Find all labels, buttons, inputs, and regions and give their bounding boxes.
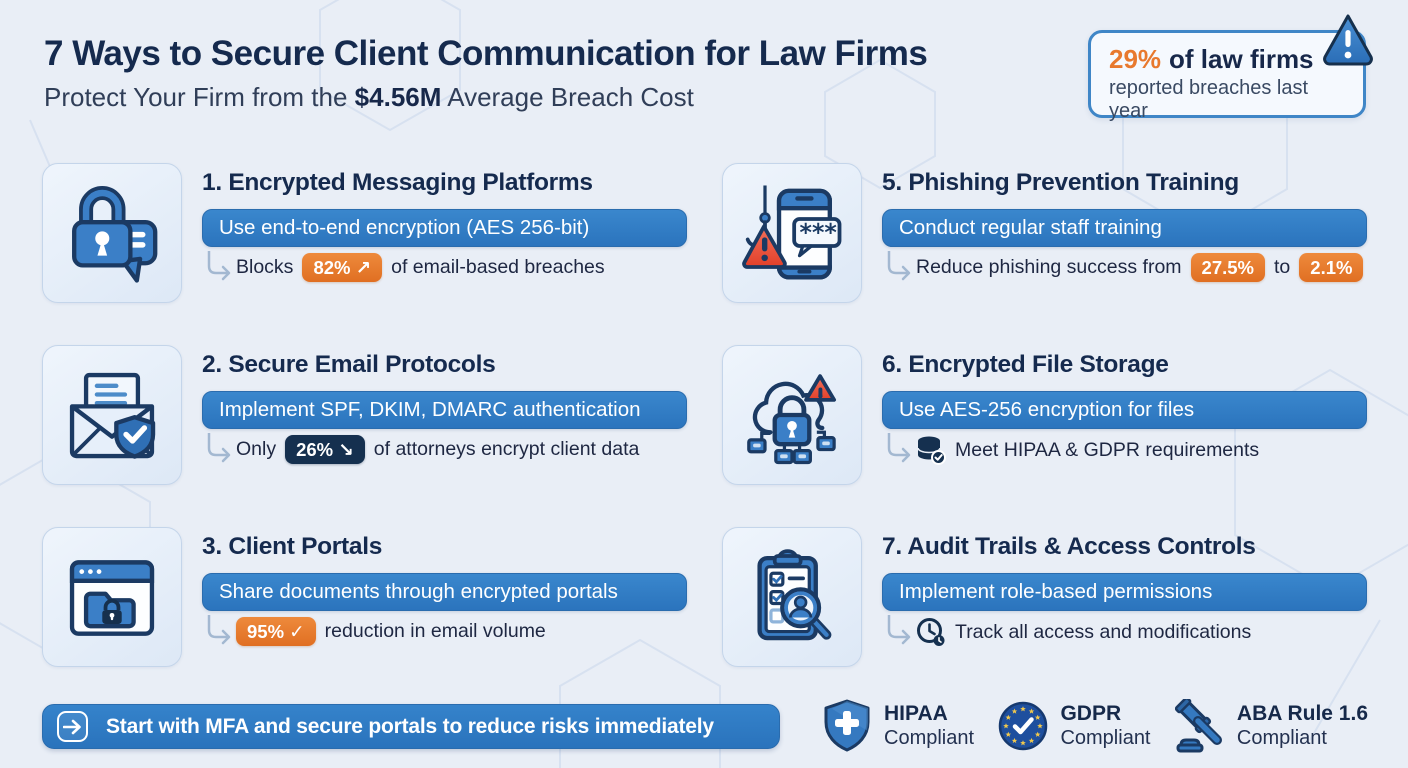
elbow-connector-icon bbox=[207, 432, 231, 462]
hipaa-badge: HIPAA Compliant bbox=[822, 699, 974, 753]
stat-suffix: of attorneys encrypt client data bbox=[373, 438, 640, 461]
action-bar: Use AES-256 encryption for files bbox=[882, 391, 1367, 429]
callout-percentage: 29% bbox=[1109, 44, 1162, 74]
item-title: 6. Encrypted File Storage bbox=[882, 351, 1169, 378]
eu-stars-check-icon bbox=[999, 701, 1048, 751]
stat-prefix: Only bbox=[236, 438, 277, 461]
cta-banner[interactable]: Start with MFA and secure portals to red… bbox=[42, 704, 780, 749]
badge-sub: Compliant bbox=[1060, 727, 1151, 750]
item-audit-trails: 7. Audit Trails & Access Controls Implem… bbox=[722, 527, 1367, 668]
stat-suffix: reduction in email volume bbox=[324, 620, 546, 643]
callout-subtext: reported breaches last year bbox=[1109, 76, 1309, 122]
compliance-badges: HIPAA Compliant bbox=[822, 699, 1368, 753]
badge-name: HIPAA bbox=[884, 701, 948, 725]
stat-row: Blocks 82% ↗ of email-based breaches bbox=[206, 250, 687, 283]
item-title: 5. Phishing Prevention Training bbox=[882, 169, 1239, 196]
aba-badge: ABA Rule 1.6 Compliant bbox=[1174, 699, 1368, 753]
stat-row: Only 26% ↘ of attorneys encrypt client d… bbox=[206, 432, 687, 465]
stat-text: Meet HIPAA & GDPR requirements bbox=[955, 438, 1260, 461]
action-bar: Implement SPF, DKIM, DMARC authenticatio… bbox=[202, 391, 687, 429]
action-bar: Use end-to-end encryption (AES 256-bit) bbox=[202, 209, 687, 247]
phone-phishing-icon: *** bbox=[722, 163, 862, 303]
header: 7 Ways to Secure Client Communication fo… bbox=[44, 33, 1064, 113]
breach-stat-callout: 29%of law firms reported breaches last y… bbox=[1088, 14, 1373, 122]
item-title: 3. Client Portals bbox=[202, 533, 383, 560]
page-subtitle: Protect Your Firm from the $4.56M Averag… bbox=[44, 82, 694, 112]
item-encrypted-storage: 6. Encrypted File Storage Use AES-256 en… bbox=[722, 345, 1367, 486]
badge-sub: Compliant bbox=[1236, 727, 1327, 750]
item-secure-email: 2. Secure Email Protocols Implement SPF,… bbox=[42, 345, 687, 486]
stat-badge-before: 27.5% bbox=[1190, 253, 1266, 283]
envelope-shield-icon bbox=[42, 345, 182, 485]
elbow-connector-icon bbox=[887, 615, 911, 645]
stat-suffix: of email-based breaches bbox=[391, 256, 605, 279]
badge-sub: Compliant bbox=[884, 727, 975, 750]
clock-icon bbox=[917, 618, 945, 646]
action-bar: Conduct regular staff training bbox=[882, 209, 1367, 247]
stat-badge: 26% ↘ bbox=[285, 435, 365, 465]
action-bar: Implement role-based permissions bbox=[882, 573, 1367, 611]
svg-text:***: *** bbox=[800, 219, 837, 247]
lock-chat-icon bbox=[42, 163, 182, 303]
action-bar: Share documents through encrypted portal… bbox=[202, 573, 687, 611]
item-title: 7. Audit Trails & Access Controls bbox=[882, 533, 1256, 560]
database-check-icon bbox=[917, 436, 946, 465]
item-phishing-training: *** 5. Phishing Prevention Training Cond… bbox=[722, 163, 1367, 304]
stat-badge: 95% ✓ bbox=[236, 617, 316, 647]
elbow-connector-icon bbox=[207, 614, 231, 644]
badge-name: ABA Rule 1.6 bbox=[1236, 701, 1368, 725]
stat-prefix: Blocks bbox=[236, 256, 294, 279]
stat-row: Meet HIPAA & GDPR requirements bbox=[886, 433, 1367, 465]
stat-text: Track all access and modifications bbox=[955, 620, 1252, 643]
alert-triangle-icon bbox=[1323, 14, 1373, 66]
callout-headline: 29%of law firms bbox=[1109, 44, 1314, 74]
gdpr-badge: GDPR Compliant bbox=[998, 699, 1151, 753]
arrow-right-icon bbox=[57, 711, 88, 742]
stat-row: 95% ✓ reduction in email volume bbox=[206, 614, 687, 647]
stat-badge-after: 2.1% bbox=[1299, 253, 1364, 283]
stat-badge: 82% ↗ bbox=[302, 253, 383, 283]
clipboard-magnifier-icon bbox=[722, 527, 862, 667]
stat-prefix: Reduce phishing success from bbox=[916, 256, 1182, 279]
items-grid: 1. Encrypted Messaging Platforms Use end… bbox=[42, 163, 1367, 668]
stat-row: Track all access and modifications bbox=[886, 615, 1367, 647]
item-encrypted-messaging: 1. Encrypted Messaging Platforms Use end… bbox=[42, 163, 687, 304]
item-title: 1. Encrypted Messaging Platforms bbox=[202, 169, 593, 196]
stat-row: Reduce phishing success from 27.5% to 2.… bbox=[886, 250, 1367, 283]
breach-cost-value: $4.56M bbox=[354, 82, 442, 112]
elbow-connector-icon bbox=[887, 433, 911, 463]
shield-cross-icon bbox=[824, 699, 870, 752]
gavel-icon bbox=[1174, 699, 1222, 753]
stat-middle: to bbox=[1274, 256, 1291, 279]
badge-name: GDPR bbox=[1060, 701, 1122, 725]
elbow-connector-icon bbox=[207, 250, 231, 280]
page-title: 7 Ways to Secure Client Communication fo… bbox=[44, 34, 928, 73]
item-client-portals: 3. Client Portals Share documents throug… bbox=[42, 527, 687, 668]
cloud-lock-icon bbox=[722, 345, 862, 485]
cta-text: Start with MFA and secure portals to red… bbox=[106, 714, 714, 738]
browser-folder-lock-icon bbox=[42, 527, 182, 667]
elbow-connector-icon bbox=[887, 250, 911, 280]
item-title: 2. Secure Email Protocols bbox=[202, 351, 496, 378]
